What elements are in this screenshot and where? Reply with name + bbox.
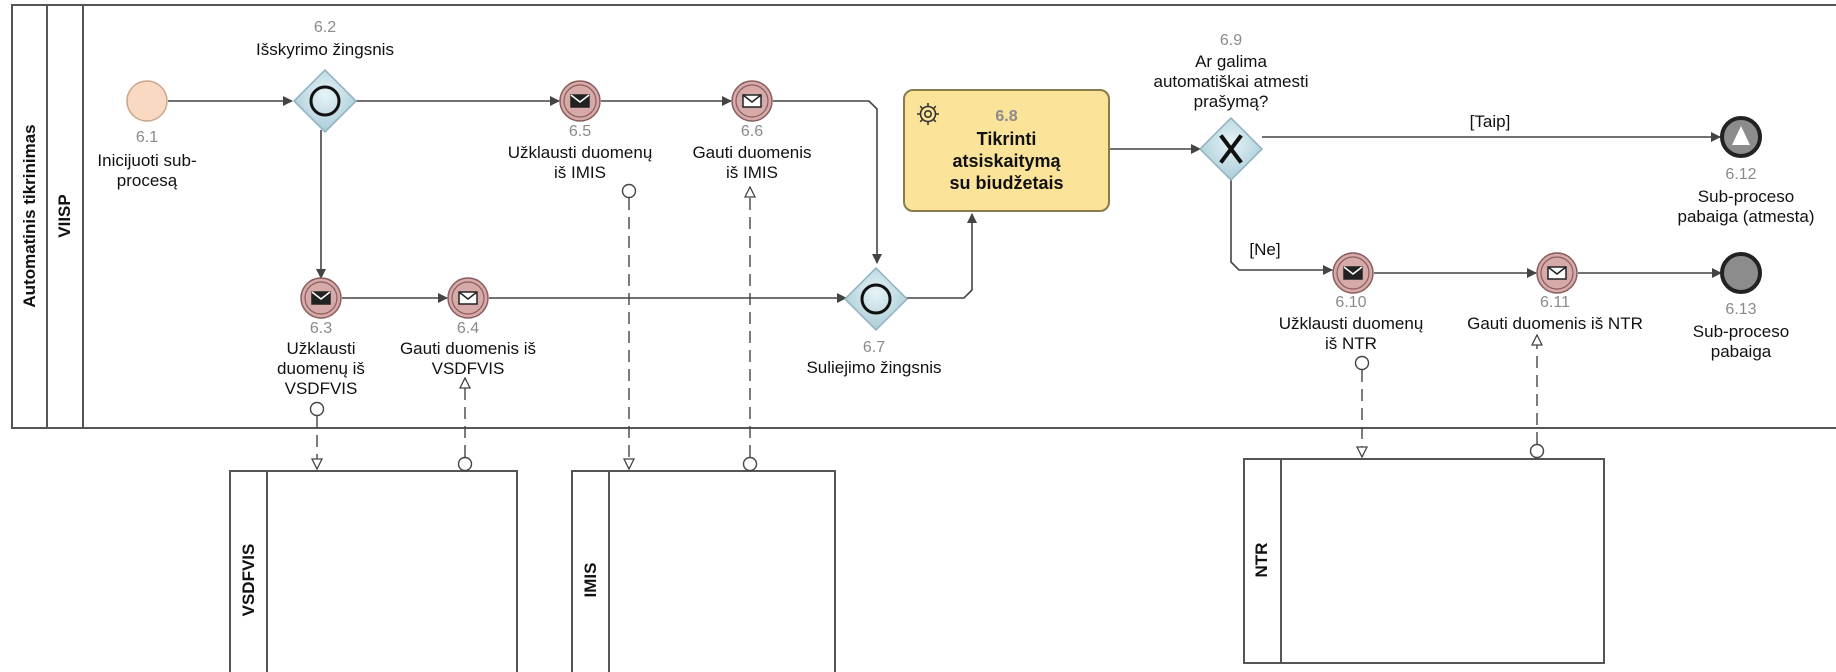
element-number: 6.13 [1725,301,1757,318]
pool-label-vsdfvis: VSDFVIS [239,543,258,617]
signal-icon [1732,126,1750,145]
element-label: Sub-proceso pabaiga [1692,322,1790,361]
receive-message-event-6-11[interactable] [1536,252,1578,294]
element-label: Išskyrimo žingsnis [256,40,394,59]
element-number: 6.4 [456,320,480,337]
element-number: 6.5 [568,123,592,140]
flow-6-7-to-6-8 [906,213,977,299]
flow-6-6-to-6-7 [773,100,882,264]
pool-vsdfvis [229,470,518,672]
flow-label-no: [Ne] [1249,240,1281,259]
receive-message-event-6-6[interactable] [731,80,773,122]
element-label: Suliejimo žingsnis [806,358,942,377]
message-flow-source [621,183,637,199]
join-gateway[interactable] [843,266,909,332]
element-label: Užklausti duomenų iš NTR [1278,314,1424,353]
element-number: 6.12 [1725,166,1757,183]
send-message-event-6-5[interactable] [559,80,601,122]
exclusive-gateway[interactable] [1198,116,1264,182]
message-flow-source [1354,355,1370,371]
message-flow-source [1529,443,1545,459]
element-label: Ar galima automatiškai atmesti prašymą? [1153,52,1309,111]
service-task-gear-icon [917,103,939,125]
pool-label: Automatinis tikrinimas [20,124,39,308]
envelope-icon [1547,266,1567,280]
end-event[interactable] [1720,252,1762,294]
element-number: 6.6 [740,123,764,140]
pool-imis [571,470,836,672]
element-label: Užklausti duomenų iš VSDFVIS [277,339,365,398]
element-label: Gauti duomenis iš NTR [1467,314,1643,333]
flow-6-9-to-6-10 [1230,180,1333,275]
element-label: Gauti duomenis iš IMIS [692,143,812,182]
task-number: 6.8 [995,108,1018,125]
element-label: Užklausti duomenų iš IMIS [507,143,653,182]
task-title: Tikrinti atsiskaitymą su biudžetais [949,129,1064,193]
element-label: Gauti duomenis iš VSDFVIS [399,339,537,378]
envelope-icon [742,94,762,108]
element-number: 6.3 [309,320,333,337]
split-gateway[interactable] [292,68,358,134]
element-number: 6.9 [1219,32,1243,49]
send-message-event-6-3[interactable] [300,277,342,319]
flow-label-yes: [Taip] [1469,112,1511,131]
element-number: 6.10 [1335,294,1367,311]
receive-message-event-6-4[interactable] [447,277,489,319]
envelope-icon [458,291,478,305]
lane-label: VIISP [55,194,74,238]
element-number: 6.2 [313,19,337,36]
element-label: Inicijuoti sub- procesą [97,151,197,190]
element-label: Sub-proceso pabaiga (atmesta) [1677,187,1815,226]
pool-ntr [1243,458,1605,664]
start-event[interactable] [126,80,168,122]
task-check-budget[interactable]: 6.8 Tikrinti atsiskaitymą su biudžetais [903,89,1110,212]
envelope-icon [570,94,590,108]
pool-label-imis: IMIS [581,562,600,598]
envelope-icon [1343,266,1363,280]
element-number: 6.7 [862,339,886,356]
message-flow-source [742,456,758,472]
end-event-rejected[interactable] [1720,116,1762,158]
element-number: 6.11 [1540,294,1570,311]
pool-frame [11,4,1836,429]
element-number: 6.1 [135,129,159,146]
message-flow-source [309,401,325,417]
message-flow-source [457,456,473,472]
send-message-event-6-10[interactable] [1332,252,1374,294]
envelope-icon [311,291,331,305]
pool-label-ntr: NTR [1252,542,1271,578]
